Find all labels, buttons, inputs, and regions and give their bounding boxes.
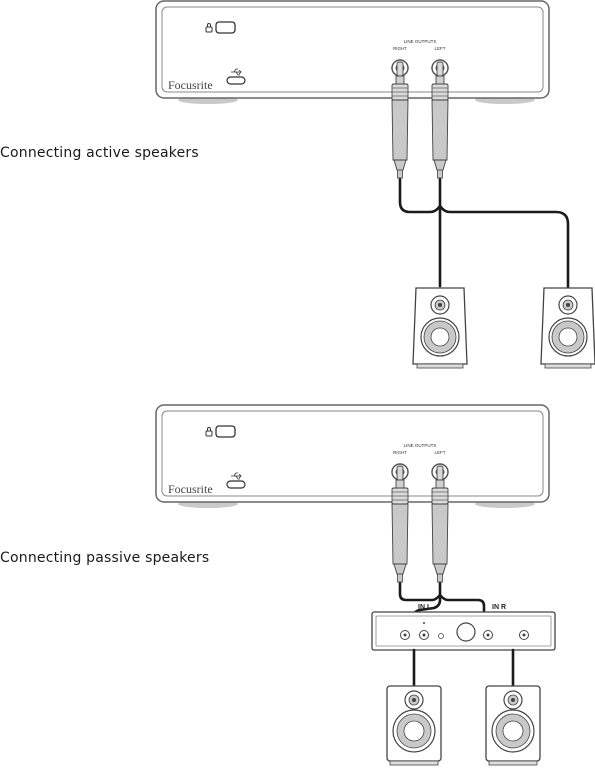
brand-logo: Focusrite <box>168 482 213 496</box>
brand-logo: Focusrite <box>168 78 213 92</box>
amp-input-left-label: IN L <box>418 604 432 611</box>
speaker-cables <box>398 176 570 290</box>
left-passive-speaker <box>386 685 442 766</box>
active-speakers-diagram: Focusrite LINE OUTPUTS RIGHT LEFT <box>155 0 595 369</box>
amp-input-right-label: IN R <box>492 604 506 611</box>
passive-speakers-caption: Connecting passive speakers <box>0 550 210 566</box>
audio-interface: Focusrite LINE OUTPUTS RIGHT LEFT <box>155 404 550 509</box>
amp-input-cables <box>398 580 486 618</box>
left-output-label: LEFT <box>434 46 445 51</box>
left-active-speaker <box>412 287 468 369</box>
right-output-label: RIGHT <box>393 450 407 455</box>
line-outputs-label: LINE OUTPUTS <box>404 443 437 448</box>
right-output-label: RIGHT <box>393 46 407 51</box>
speaker-cables <box>412 648 515 688</box>
power-amplifier: IN L IN R <box>371 604 556 651</box>
right-active-speaker <box>540 287 595 369</box>
passive-speakers-diagram: Focusrite LINE OUTPUTS RIGHT LEFT <box>155 404 556 766</box>
audio-interface: Focusrite LINE OUTPUTS RIGHT LEFT <box>155 0 550 105</box>
right-passive-speaker <box>485 685 541 766</box>
line-outputs-label: LINE OUTPUTS <box>404 39 437 44</box>
active-speakers-caption: Connecting active speakers <box>0 145 199 161</box>
left-output-label: LEFT <box>434 450 445 455</box>
